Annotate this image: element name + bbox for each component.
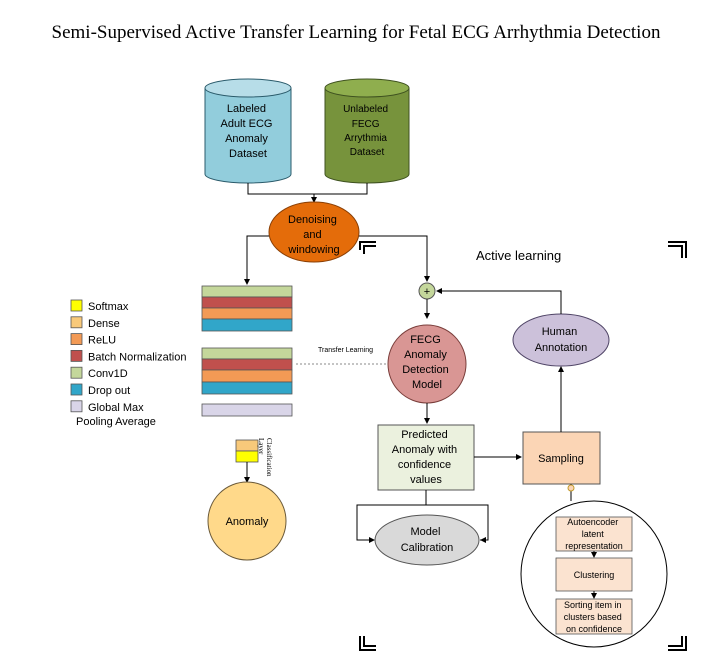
layer-batch-normalization: [201, 296, 293, 309]
legend-swatch: [70, 383, 83, 396]
labeled-dataset-line: Dataset: [229, 148, 267, 160]
fecg-model-line: Anomaly: [404, 349, 447, 361]
labeled-dataset-line: Anomaly: [225, 133, 268, 145]
layer-dropout: [201, 381, 293, 395]
predicted-line: values: [410, 474, 442, 486]
legend-label: Global Max: [88, 402, 144, 414]
step-sorting: [555, 598, 633, 635]
labeled-dataset-line: Adult ECG: [220, 118, 272, 130]
svg-text:Predicted Anomaly with: Predicted Anomaly with confidence values: [392, 429, 460, 486]
legend-swatch: [70, 349, 83, 362]
unlabeled-dataset-line: FECG: [352, 119, 380, 130]
classification-layer: [235, 439, 259, 463]
svg-text:Model Calibration: Model Calibration: [401, 526, 454, 554]
legend-label: Batch Normalization: [88, 351, 186, 363]
denoising-line: Denoising: [288, 214, 337, 226]
dataset-connectors: [247, 183, 368, 203]
legend-swatch: [70, 333, 83, 346]
sampling-detail-circle: Autoencoder latent representation Cluste…: [520, 500, 668, 648]
transfer-learning-label: Transfer Learning: [318, 347, 373, 354]
legend-swatch: [70, 299, 83, 312]
plus-symbol: +: [424, 286, 430, 298]
unlabeled-dataset-cylinder: Unlabeled FECG Arrythmia Dataset: [324, 78, 410, 184]
network-block-2: [201, 347, 293, 395]
legend-label: Conv1D: [88, 368, 128, 380]
human-annotation-line: Annotation: [535, 342, 588, 354]
active-learning-label: Active learning: [476, 248, 561, 263]
layer-conv1d: [201, 347, 293, 360]
labeled-dataset-cylinder: Labeled Adult ECG Anomaly Dataset: [204, 78, 292, 184]
unlabeled-dataset-line: Unlabeled: [343, 104, 388, 115]
clustering-label: Clustering: [574, 570, 615, 580]
calibration-line: Model: [410, 526, 440, 538]
diagram-title: Semi-Supervised Active Transfer Learning…: [52, 22, 661, 43]
anomaly-node: Anomaly: [207, 481, 287, 561]
legend-label: Dense: [88, 318, 120, 330]
denoising-node: Denoising and windowing: [268, 201, 360, 263]
calibration-line: Calibration: [401, 542, 454, 554]
svg-text:Autoencoder latent: Autoencoder latent representation: [565, 517, 623, 551]
fecg-model-line: FECG: [410, 334, 441, 346]
svg-text:FECG Anomaly Detec: FECG Anomaly Detection Model: [402, 334, 452, 391]
predicted-line: Predicted: [401, 429, 447, 441]
plus-node: +: [418, 282, 436, 300]
layer-dense: [235, 439, 259, 452]
legend-swatch: [70, 400, 83, 413]
legend-swatch: [70, 316, 83, 329]
fecg-model-line: Detection: [402, 364, 448, 376]
svg-text:Denoising and wind: Denoising and windowing: [287, 214, 340, 256]
predicted-line: Anomaly with: [392, 444, 457, 456]
classification-layer-label: Classification Layer: [257, 438, 273, 478]
unlabeled-dataset-line: Arrythmia: [344, 133, 387, 144]
labeled-dataset-line: Labeled: [227, 103, 266, 115]
denoising-line: and: [303, 229, 321, 241]
legend-label: Softmax: [88, 301, 129, 313]
denoising-connectors: [244, 235, 430, 285]
legend-swatch: [70, 366, 83, 379]
sorting-line: Sorting item in: [564, 600, 622, 610]
predicted-line: confidence: [398, 459, 451, 471]
predicted-node: Predicted Anomaly with confidence values: [377, 424, 475, 491]
svg-text:Human Annotation: Human Annotation: [535, 326, 588, 354]
annotation-to-plus-arrow: [436, 288, 562, 314]
anomaly-label: Anomaly: [226, 516, 269, 528]
step-autoencoder: [555, 516, 633, 552]
layer-conv1d: [201, 285, 293, 298]
active-learning-frame: [359, 241, 687, 651]
fecg-model-node: FECG Anomaly Detection Model: [387, 324, 467, 404]
layer-softmax: [235, 450, 259, 463]
svg-text:Labeled Adult ECG: Labeled Adult ECG Anomaly Dataset: [220, 103, 275, 160]
calibration-connectors: [356, 490, 489, 543]
svg-text:Unlabeled FECG Arr: Unlabeled FECG Arrythmia Dataset: [343, 104, 391, 158]
denoising-line: windowing: [287, 244, 339, 256]
layer-dropout: [201, 318, 293, 332]
legend-extra-label: Pooling Average: [76, 416, 156, 428]
layer-batch-normalization: [201, 358, 293, 371]
layer-global-max-pooling: [201, 403, 293, 417]
calibration-node: Model Calibration: [374, 514, 480, 566]
network-block-1: [201, 285, 293, 332]
sampling-detail-connector-dot: [567, 484, 575, 492]
sampling-label: Sampling: [538, 453, 584, 465]
layer-relu: [201, 369, 293, 383]
human-annotation-node: Human Annotation: [512, 313, 610, 367]
legend-label: ReLU: [88, 335, 116, 347]
layer-relu: [201, 307, 293, 320]
sorting-line: clusters based: [564, 612, 622, 622]
fecg-model-line: Model: [412, 379, 442, 391]
autoencoder-line: representation: [565, 541, 623, 551]
autoencoder-line: latent: [582, 529, 605, 539]
legend-label: Drop out: [88, 385, 130, 397]
unlabeled-dataset-line: Dataset: [350, 147, 385, 158]
sampling-node: Sampling: [522, 431, 601, 485]
human-annotation-line: Human: [542, 326, 577, 338]
sorting-line: on confidence: [566, 624, 622, 634]
autoencoder-line: Autoencoder: [567, 517, 618, 527]
svg-text:Sorting item in clusters: Sorting item in clusters based on confid…: [564, 600, 625, 634]
